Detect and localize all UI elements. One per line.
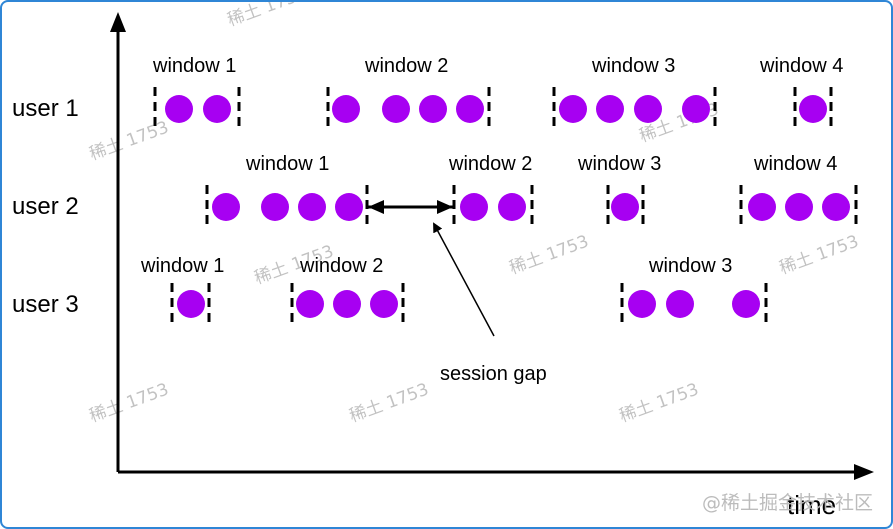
window-label: window 3 [591, 55, 675, 77]
x-axis-arrowhead [854, 464, 874, 480]
user-3-window-1: window 1 [140, 255, 224, 327]
user-2-window-2: window 2 [448, 153, 534, 229]
event-dot [498, 193, 526, 221]
watermark-mark: 稀土 1753 [777, 232, 862, 279]
session-gap-arrowhead-left [368, 200, 384, 214]
event-dot [261, 193, 289, 221]
user-2-window-1: window 1 [205, 153, 369, 229]
event-dot [370, 290, 398, 318]
x-axis-label: time [787, 490, 836, 520]
event-dot [732, 290, 760, 318]
user-2-window-4: window 4 [739, 153, 858, 229]
event-dot [335, 193, 363, 221]
user-3-label: user 3 [12, 291, 79, 318]
event-dot [419, 95, 447, 123]
window-label: window 2 [299, 255, 383, 277]
event-dot [333, 290, 361, 318]
event-dot [611, 193, 639, 221]
session-gap-label: session gap [440, 363, 547, 385]
user-3-window-2: window 2 [290, 255, 405, 327]
user-1-window-3: window 3 [552, 55, 717, 131]
event-dot [298, 193, 326, 221]
event-dot [748, 193, 776, 221]
watermark-mark: 稀土 1753 [347, 380, 432, 427]
user-2-label: user 2 [12, 193, 79, 220]
window-label: window 1 [140, 255, 224, 277]
session-gap-arrowhead-right [437, 200, 453, 214]
user-1-window-4: window 4 [759, 55, 843, 131]
user-2-window-3: window 3 [577, 153, 661, 229]
event-dot [785, 193, 813, 221]
event-dot [559, 95, 587, 123]
event-dot [456, 95, 484, 123]
user-3-window-3: window 3 [620, 255, 768, 327]
event-dot [460, 193, 488, 221]
window-label: window 3 [577, 153, 661, 175]
window-label: window 4 [753, 153, 837, 175]
window-label: window 4 [759, 55, 843, 77]
watermark-mark: 稀土 1753 [507, 232, 592, 279]
window-label: window 1 [152, 55, 236, 77]
event-dot [165, 95, 193, 123]
window-label: window 2 [364, 55, 448, 77]
session-gap-annotation: session gap [368, 200, 547, 385]
event-dot [596, 95, 624, 123]
event-dot [296, 290, 324, 318]
watermark-mark: 稀土 1753 [87, 118, 172, 165]
event-dot [666, 290, 694, 318]
user-1-window-2: window 2 [326, 55, 491, 131]
event-dot [799, 95, 827, 123]
event-dot [634, 95, 662, 123]
watermark-mark: 稀土 1753 [617, 380, 702, 427]
user-1-window-1: window 1 [152, 55, 241, 131]
window-label: window 3 [648, 255, 732, 277]
y-axis-arrowhead [110, 12, 126, 32]
event-dot [822, 193, 850, 221]
window-label: window 1 [245, 153, 329, 175]
session-gap-pointer [433, 222, 495, 337]
event-dot [203, 95, 231, 123]
event-dot [682, 95, 710, 123]
event-dot [332, 95, 360, 123]
event-dot [382, 95, 410, 123]
watermark-mark: 稀土 1753 [225, 2, 310, 31]
site-watermark: @稀土掘金技术社区 [702, 492, 873, 514]
watermark-mark: 稀土 1753 [87, 380, 172, 427]
event-dot [628, 290, 656, 318]
event-dot [177, 290, 205, 318]
user-1-label: user 1 [12, 95, 79, 122]
event-dot [212, 193, 240, 221]
window-label: window 2 [448, 153, 532, 175]
